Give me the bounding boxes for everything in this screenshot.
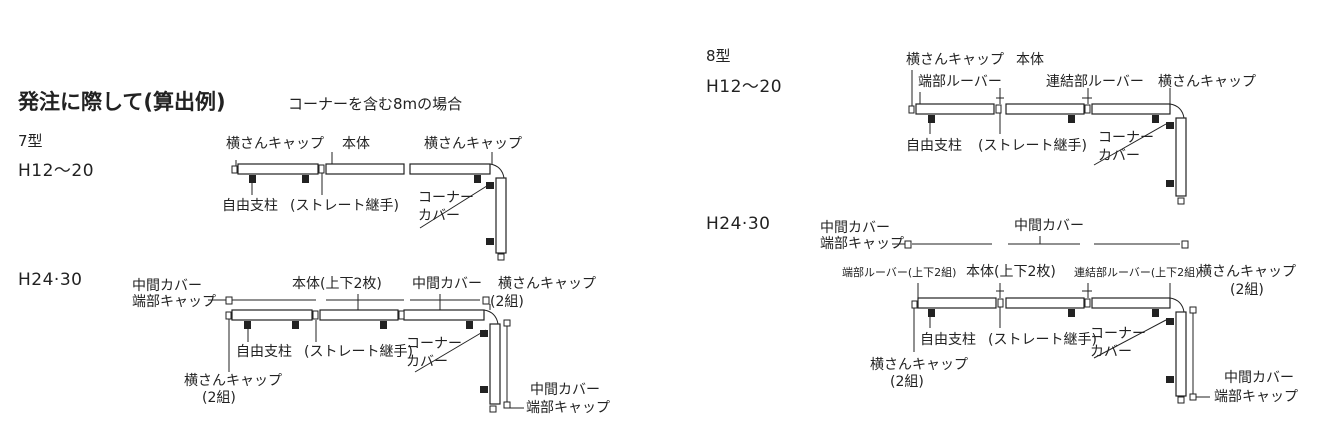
left-top-assembly <box>231 152 507 261</box>
rt-cap-right-label: 横さんキャップ <box>1158 74 1256 90</box>
lb-cap-right-label-1: 横さんキャップ <box>498 276 596 292</box>
rb-cap-right-label-1: 横さんキャップ <box>1198 264 1296 280</box>
rt-post-label: 自由支柱 <box>906 138 962 154</box>
page-title: 発注に際して(算出例) <box>18 90 226 114</box>
rb-cap-bottom-label-2: (2組) <box>890 374 924 390</box>
rb-body-label: 本体(上下2枚) <box>966 264 1056 280</box>
lt-cap-left-label: 横さんキャップ <box>226 136 324 152</box>
right-range-bottom: H24·30 <box>706 214 771 234</box>
lt-post-label: 自由支柱 <box>222 198 278 214</box>
rb-straight-label: (ストレート継手) <box>988 332 1097 348</box>
right-range-top: H12〜20 <box>706 77 783 97</box>
rt-corner-label-1: コーナー <box>1098 130 1154 146</box>
rb-end-louver-label: 端部ルーバー(上下2組) <box>842 266 957 279</box>
left-model-label: 7型 <box>18 132 43 150</box>
lt-straight-label: (ストレート継手) <box>290 198 399 214</box>
rb-corner-label-2: カバー <box>1090 344 1132 360</box>
lb-end-label-1: 中間カバー <box>530 382 600 398</box>
lb-end-label-2: 端部キャップ <box>526 400 610 416</box>
rt-body-label: 本体 <box>1016 52 1044 68</box>
lt-cap-right-label: 横さんキャップ <box>424 136 522 152</box>
lb-cap-right-label-2: (2組) <box>490 294 524 310</box>
rt-end-louver-label: 端部ルーバー <box>918 74 1002 90</box>
rt-cap-left-label: 横さんキャップ <box>906 52 1004 68</box>
rb-corner-label-1: コーナー <box>1090 326 1146 342</box>
rb-end-label-2: 端部キャップ <box>1214 389 1298 405</box>
rb-midcover-label-2: 端部キャップ <box>820 236 904 252</box>
rt-corner-label-2: カバー <box>1098 148 1140 164</box>
rb-cap-right-label-2: (2組) <box>1230 282 1264 298</box>
lb-cap-bottom-label-2: (2組) <box>202 390 236 406</box>
rb-post-label: 自由支柱 <box>920 332 976 348</box>
right-top-assembly <box>908 70 1187 205</box>
left-range-top: H12〜20 <box>18 161 95 181</box>
right-bottom-assembly <box>892 236 1210 404</box>
rb-midcover-label: 中間カバー <box>1014 218 1084 234</box>
lt-corner-label-1: コーナー <box>418 190 474 206</box>
right-model-label: 8型 <box>706 47 731 65</box>
left-range-bottom: H24·30 <box>18 270 83 290</box>
rb-cap-bottom-label-1: 横さんキャップ <box>870 357 968 373</box>
lb-cap-bottom-label-1: 横さんキャップ <box>184 373 282 389</box>
lb-midcover-label-1: 中間カバー <box>132 278 202 294</box>
lb-corner-label-1: コーナー <box>406 336 462 352</box>
rt-link-louver-label: 連結部ルーバー <box>1046 74 1144 90</box>
lb-midcover-label: 中間カバー <box>412 276 482 292</box>
rb-midcover-label-1: 中間カバー <box>820 220 890 236</box>
lt-body-label: 本体 <box>342 136 370 152</box>
lb-body-label: 本体(上下2枚) <box>292 276 382 292</box>
page-subtitle: コーナーを含む8mの場合 <box>288 95 463 113</box>
lt-corner-label-2: カバー <box>418 208 460 224</box>
lb-midcover-label-2: 端部キャップ <box>132 294 216 310</box>
rb-link-louver-label: 連結部ルーバー(上下2組) <box>1074 266 1200 279</box>
left-bottom-assembly <box>208 294 524 413</box>
lb-corner-label-2: カバー <box>406 354 448 370</box>
lb-straight-label: (ストレート継手) <box>304 344 413 360</box>
lb-post-label: 自由支柱 <box>236 344 292 360</box>
rb-end-label-1: 中間カバー <box>1224 370 1294 386</box>
rt-straight-label: (ストレート継手) <box>978 138 1087 154</box>
